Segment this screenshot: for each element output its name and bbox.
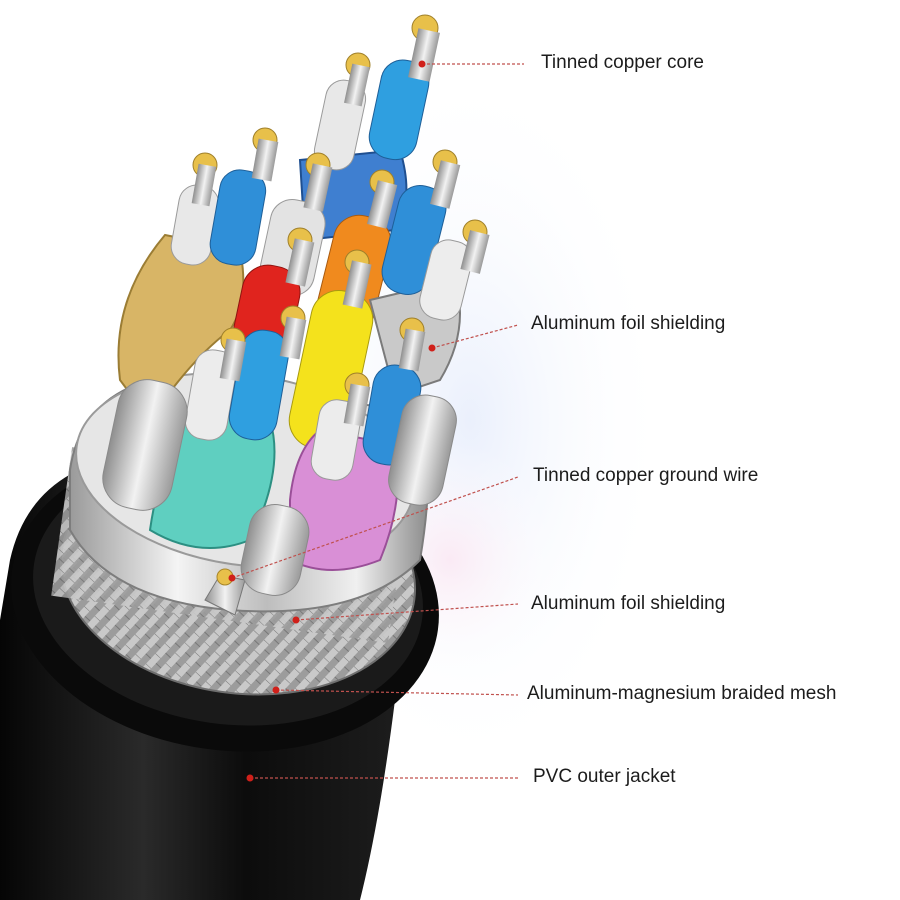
leader-dot-foil-outer (292, 616, 300, 624)
leader-dot-ground (228, 574, 236, 582)
leader-dot-braid (272, 686, 280, 694)
label-tinned-copper-core: Tinned copper core (541, 52, 705, 73)
leader-dot-foil-inner (428, 344, 436, 352)
leader-dot-core (418, 60, 426, 68)
leader-line-ground (231, 476, 519, 579)
label-aluminum-foil-shielding-inner: Aluminum foil shielding (531, 313, 726, 334)
label-tinned-copper-ground-wire: Tinned copper ground wire (533, 465, 759, 486)
stranded-filler-left (102, 379, 188, 511)
leader-lines (228, 60, 524, 782)
leader-line-braid (275, 689, 519, 696)
label-aluminum-magnesium-braided-mesh: Aluminum-magnesium braided mesh (527, 683, 837, 704)
label-pvc-outer-jacket: PVC outer jacket (533, 766, 676, 787)
teal-foil-pair (148, 305, 307, 549)
leader-dot-jacket (246, 774, 254, 782)
stranded-filler-right (388, 394, 457, 506)
silver-foil-pair-right (368, 149, 490, 397)
stranded-filler-bottom (240, 504, 310, 596)
leader-line-foil-outer (295, 603, 519, 621)
tinned-copper-ground-wire (204, 568, 246, 616)
label-aluminum-foil-shielding-outer: Aluminum foil shielding (531, 593, 726, 614)
